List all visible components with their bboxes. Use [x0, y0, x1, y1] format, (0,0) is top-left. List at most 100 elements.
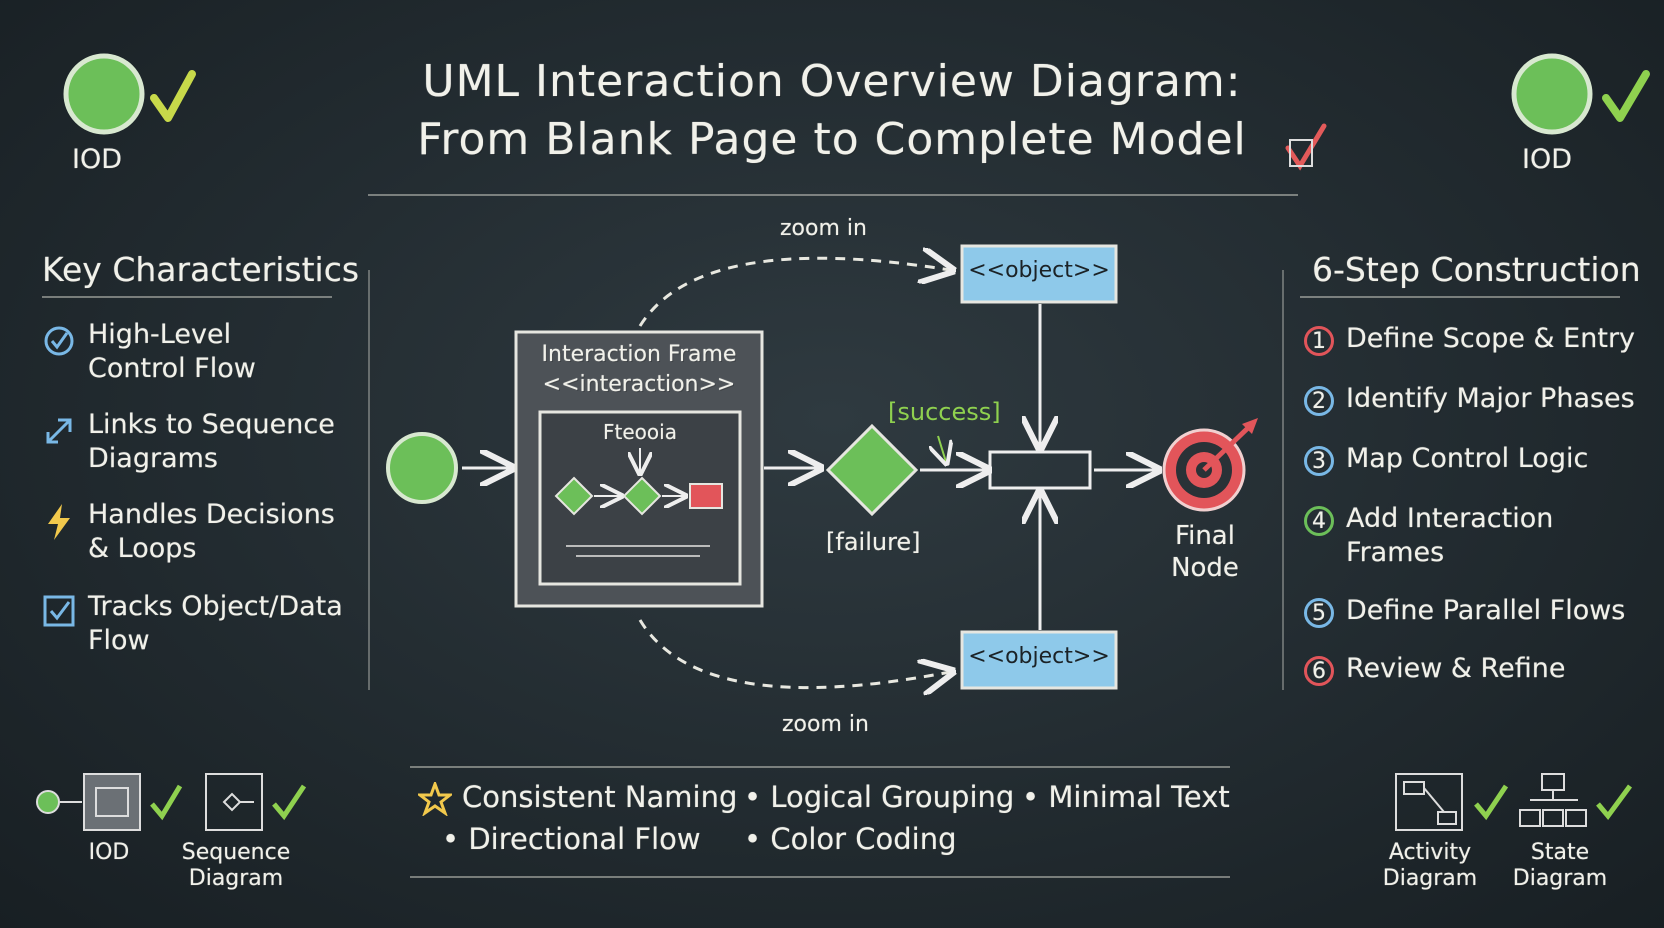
tip-text: Minimal Text	[1048, 780, 1230, 814]
tips-bottom-divider	[410, 876, 1230, 878]
characteristic-line2: & Loops	[88, 533, 197, 564]
left-divider	[368, 270, 370, 690]
checkbox-icon	[43, 595, 75, 627]
step-number: 1	[1304, 326, 1334, 356]
merge-node	[988, 450, 1092, 490]
inner-action	[689, 483, 723, 509]
characteristic-line1: High-Level	[88, 319, 232, 350]
star-icon	[415, 779, 455, 820]
step-item: 2 Identify Major Phases	[1304, 383, 1635, 416]
inner-decision-1	[554, 476, 594, 516]
link-icon	[46, 418, 72, 444]
step-line1: Identify Major Phases	[1346, 383, 1635, 414]
state-diagram-icon	[1519, 773, 1587, 827]
zoom-bottom-curve	[638, 619, 950, 688]
state-line1: State	[1530, 840, 1590, 865]
zoom-in-bottom-label: zoom in	[782, 712, 869, 737]
object-bottom-label: <<object>>	[968, 644, 1110, 669]
green-circle-check-icon	[63, 53, 196, 135]
step-item: 5 Define Parallel Flows	[1304, 595, 1625, 628]
failure-guard: [failure]	[826, 528, 921, 556]
check-icon	[1474, 784, 1509, 821]
final-node-label: Final Node	[1160, 520, 1250, 584]
sequence-line2: Diagram	[188, 866, 284, 891]
final-node-line1: Final	[1175, 521, 1235, 551]
steps-underline	[1300, 296, 1620, 298]
activity-line1: Activity	[1388, 840, 1472, 865]
final-node-line2: Node	[1171, 553, 1239, 583]
step-line1: Define Scope & Entry	[1346, 323, 1636, 354]
activity-diagram-icon	[1395, 773, 1463, 831]
activity-line2: Diagram	[1382, 866, 1478, 891]
zoom-top-curve	[638, 258, 950, 327]
bottom-right-icons	[1395, 773, 1633, 831]
step-line1: Review & Refine	[1346, 653, 1566, 684]
characteristic-line1: Handles Decisions	[88, 499, 335, 530]
decision-node	[825, 423, 919, 517]
step-number: 4	[1304, 506, 1334, 536]
step-line1: Map Control Logic	[1346, 443, 1589, 474]
tip-item: • Color Coding	[744, 822, 957, 856]
inner-decision-2	[622, 476, 662, 516]
step-item: 3 Map Control Logic	[1304, 443, 1588, 476]
step-line1: Add Interaction	[1346, 503, 1554, 534]
frame-inner-label: Fteooia	[603, 420, 677, 444]
tip-text: Color Coding	[770, 822, 957, 856]
frame-title-1: Interaction Frame	[541, 342, 737, 367]
iod-frame-icon	[83, 773, 141, 831]
step-line1: Define Parallel Flows	[1346, 595, 1626, 626]
key-characteristics-underline	[42, 296, 332, 298]
tip-item: • Minimal Text	[1022, 780, 1230, 814]
zoom-in-top-label: zoom in	[780, 216, 867, 241]
object-node-bottom	[960, 630, 1118, 690]
step-number: 2	[1304, 386, 1334, 416]
tips-top-divider	[410, 766, 1230, 768]
state-diagram-label: State Diagram	[1510, 840, 1610, 892]
check-circle-icon	[44, 326, 74, 356]
characteristic-line2: Flow	[88, 625, 150, 656]
lightning-icon	[48, 504, 70, 540]
sequence-line1: Sequence	[181, 840, 291, 865]
title-line-1: UML Interaction Overview Diagram:	[422, 56, 1242, 107]
key-characteristics-heading: Key Characteristics	[42, 250, 360, 289]
tip-item: • Logical Grouping	[744, 780, 1015, 814]
object-top-label: <<object>>	[968, 258, 1110, 283]
step-number: 5	[1304, 598, 1334, 628]
check-icon	[150, 784, 183, 821]
success-guard: [success]	[888, 398, 1001, 426]
tip-item: Consistent Naming	[462, 780, 738, 814]
mini-initial-node-icon	[36, 790, 60, 814]
step-item: 6 Review & Refine	[1304, 653, 1565, 686]
characteristic-line2: Diagrams	[88, 443, 218, 474]
step-item: 4 Add Interaction Frames	[1304, 503, 1553, 570]
activity-diagram-label: Activity Diagram	[1380, 840, 1480, 892]
sequence-diagram-icon	[205, 773, 263, 831]
state-line2: Diagram	[1512, 866, 1608, 891]
iod-badge-left	[62, 52, 202, 146]
check-icon	[1596, 784, 1633, 821]
step-number: 3	[1304, 446, 1334, 476]
check-pen-icon	[1280, 118, 1340, 182]
title-line-2: From Blank Page to Complete Model	[417, 114, 1247, 165]
iod-badge-left-label: IOD	[72, 144, 123, 175]
object-node-top	[960, 244, 1118, 304]
title-underline	[368, 194, 1298, 196]
right-divider	[1282, 270, 1284, 690]
frame-title-2: <<interaction>>	[542, 372, 736, 397]
check-icon	[272, 784, 307, 821]
green-circle-check-icon	[1511, 53, 1650, 135]
steps-heading: 6-Step Construction	[1312, 250, 1641, 289]
characteristic-line2: Control Flow	[88, 353, 256, 384]
bottom-left-icons	[36, 773, 307, 831]
bottom-iod-label: IOD	[88, 840, 130, 865]
characteristic-line1: Tracks Object/Data	[88, 591, 343, 622]
step-item: 1 Define Scope & Entry	[1304, 323, 1635, 356]
iod-badge-right-label: IOD	[1522, 144, 1573, 175]
initial-node	[386, 432, 458, 504]
sequence-diagram-label: Sequence Diagram	[176, 840, 296, 892]
tip-text: Logical Grouping	[770, 780, 1015, 814]
characteristic-line1: Links to Sequence	[88, 409, 335, 440]
step-number: 6	[1304, 656, 1334, 686]
iod-badge-right	[1510, 52, 1660, 146]
